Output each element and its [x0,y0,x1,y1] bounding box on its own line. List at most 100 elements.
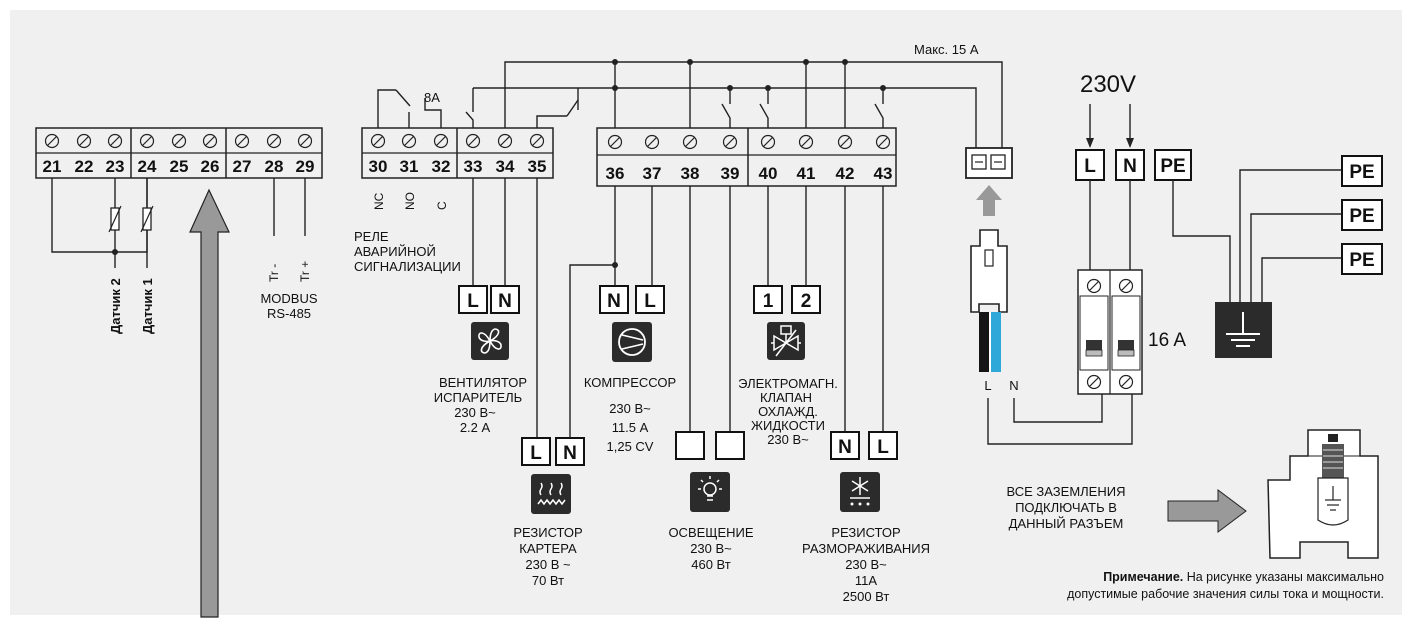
light-caption-3: 460 Вт [691,557,731,572]
crankcase-n-terminal: N [563,443,577,464]
crankcase-caption-1: РЕЗИСТОР [513,525,582,540]
defrost-caption-2: РАЗМОРАЖИВАНИЯ [802,541,930,556]
compressor-caption-1: КОМПРЕССОР [584,375,676,390]
tr-plus-label: Tr + [298,261,312,282]
fan-load: L N ВЕНТИЛЯТОР ИСПАРИТЕЛЬ 230 В~ 2.2 А [434,285,527,435]
sensor-wiring: Датчик 2 Датчик 1 [51,178,155,334]
solenoid-valve-icon [767,322,805,360]
power-plug: L N [970,229,1133,445]
fan-caption-3: 230 В~ [454,405,496,420]
defrost-icon [840,472,880,512]
insertion-arrow [189,188,230,618]
footnote-bold: Примечание. [1103,570,1183,584]
crankcase-caption-2: КАРТЕРА [519,541,577,556]
terminal-43: 43 [874,164,893,183]
supply-n-terminal: N [1123,156,1137,177]
terminal-block-main: 36 37 38 39 40 41 42 43 [596,127,897,187]
c-label: C [435,201,449,210]
compressor-n-terminal: N [607,291,621,312]
alarm-relay: 8A NC NO C РЕЛЕ АВАРИЙНОЙ СИГНАЛИЗАЦИИ [354,89,461,274]
terminal-28: 28 [265,157,284,176]
supply-l-terminal: L [1084,156,1096,177]
defrost-caption-3: 230 В~ [845,557,887,572]
terminal-34: 34 [496,157,515,176]
fan-caption-1: ВЕНТИЛЯТОР [439,375,527,390]
sensor-1-label: Датчик 1 [140,278,155,334]
ground-icon [1215,302,1272,358]
terminal-24: 24 [138,157,157,176]
no-label: NO [403,192,417,210]
tr-minus-label: Tr - [267,264,281,282]
light-bulb-icon [690,472,730,512]
alarm-caption-1: РЕЛЕ [354,229,389,244]
circuit-breaker: 16 A [1077,269,1186,395]
alarm-caption-2: АВАРИЙНОЙ [354,244,436,259]
earth-connections: PE PE PE [1215,155,1383,358]
max-current-label: Макс. 15 А [914,42,979,57]
defrost-n-terminal: N [838,437,852,458]
earth-connector [1267,429,1379,559]
heater-icon [531,474,571,514]
modbus-label: MODBUS [260,291,317,306]
plug-l-label: L [984,378,991,393]
terminal-42: 42 [836,164,855,183]
valve-caption-2: КЛАПАН [760,390,812,405]
modbus-wiring: Tr - Tr + MODBUS RS-485 [260,178,318,321]
terminal-36: 36 [606,164,625,183]
footnote-text-1: На рисунке указаны максимально [1183,570,1384,584]
breaker-rating: 16 A [1148,330,1186,351]
footnote-line-2: допустимые рабочие значения силы тока и … [1067,587,1384,601]
fan-n-terminal: N [498,291,512,312]
terminal-27: 27 [233,157,252,176]
terminal-21: 21 [43,157,62,176]
power-socket [965,147,1013,179]
terminal-25: 25 [170,157,189,176]
pe-terminal-3: PE [1349,250,1374,271]
earth-note: ВСЕ ЗАЗЕМЛЕНИЯ ПОДКЛЮЧАТЬ В ДАННЫЙ РАЗЪЕ… [1007,484,1247,533]
defrost-caption-4: 11А [855,573,877,588]
light-caption-1: ОСВЕЩЕНИЕ [668,525,753,540]
alarm-caption-3: СИГНАЛИЗАЦИИ [354,259,461,274]
footnote: Примечание. На рисунке указаны максималь… [1067,570,1384,601]
compressor-caption-2: 230 В~ [609,401,651,416]
supply-pe-terminal: PE [1160,156,1185,177]
valve-caption-5: 230 В~ [767,432,809,447]
rs485-label: RS-485 [267,306,311,321]
plug-arrow [976,185,1002,216]
terminal-41: 41 [797,164,816,183]
fan-icon [471,322,509,360]
nc-label: NC [372,192,386,210]
terminal-39: 39 [721,164,740,183]
compressor-load: N L КОМПРЕССОР 230 В~ 11.5 А 1,25 CV [584,285,676,454]
bus-wiring: Макс. 15 А [465,42,1003,148]
supply-voltage: 230V [1080,71,1136,98]
crankcase-caption-4: 70 Вт [532,573,564,588]
compressor-l-terminal: L [644,291,656,312]
light-load: ОСВЕЩЕНИЕ 230 В~ 460 Вт [668,431,754,572]
earth-note-2: ПОДКЛЮЧАТЬ В [1015,500,1117,515]
defrost-caption-5: 2500 Вт [843,589,890,604]
defrost-l-terminal: L [877,437,889,458]
terminal-block-alarm: 30 31 32 33 34 35 [361,127,554,179]
valve-caption-1: ЭЛЕКТРОМАГН. [738,376,838,391]
earth-note-3: ДАННЫЙ РАЗЪЕМ [1009,516,1124,531]
fan-l-terminal: L [467,291,479,312]
pe-terminal-2: PE [1349,206,1374,227]
load-wiring [472,178,884,438]
sensor-2-label: Датчик 2 [108,278,123,334]
terminal-30: 30 [369,157,388,176]
light-caption-2: 230 В~ [690,541,732,556]
valve-caption-3: ОХЛАЖД. [758,404,818,419]
terminal-33: 33 [464,157,483,176]
compressor-icon [612,322,652,362]
earth-note-1: ВСЕ ЗАЗЕМЛЕНИЯ [1007,484,1126,499]
terminal-23: 23 [106,157,125,176]
terminal-35: 35 [528,157,547,176]
valve-terminal-1: 1 [763,291,774,312]
valve-load: 1 2 ЭЛЕКТРОМАГН. КЛАПАН ОХЛАЖД. ЖИДКОСТИ… [738,285,838,447]
compressor-caption-4: 1,25 CV [607,439,654,454]
terminal-31: 31 [400,157,419,176]
relay-rating: 8A [424,90,440,105]
